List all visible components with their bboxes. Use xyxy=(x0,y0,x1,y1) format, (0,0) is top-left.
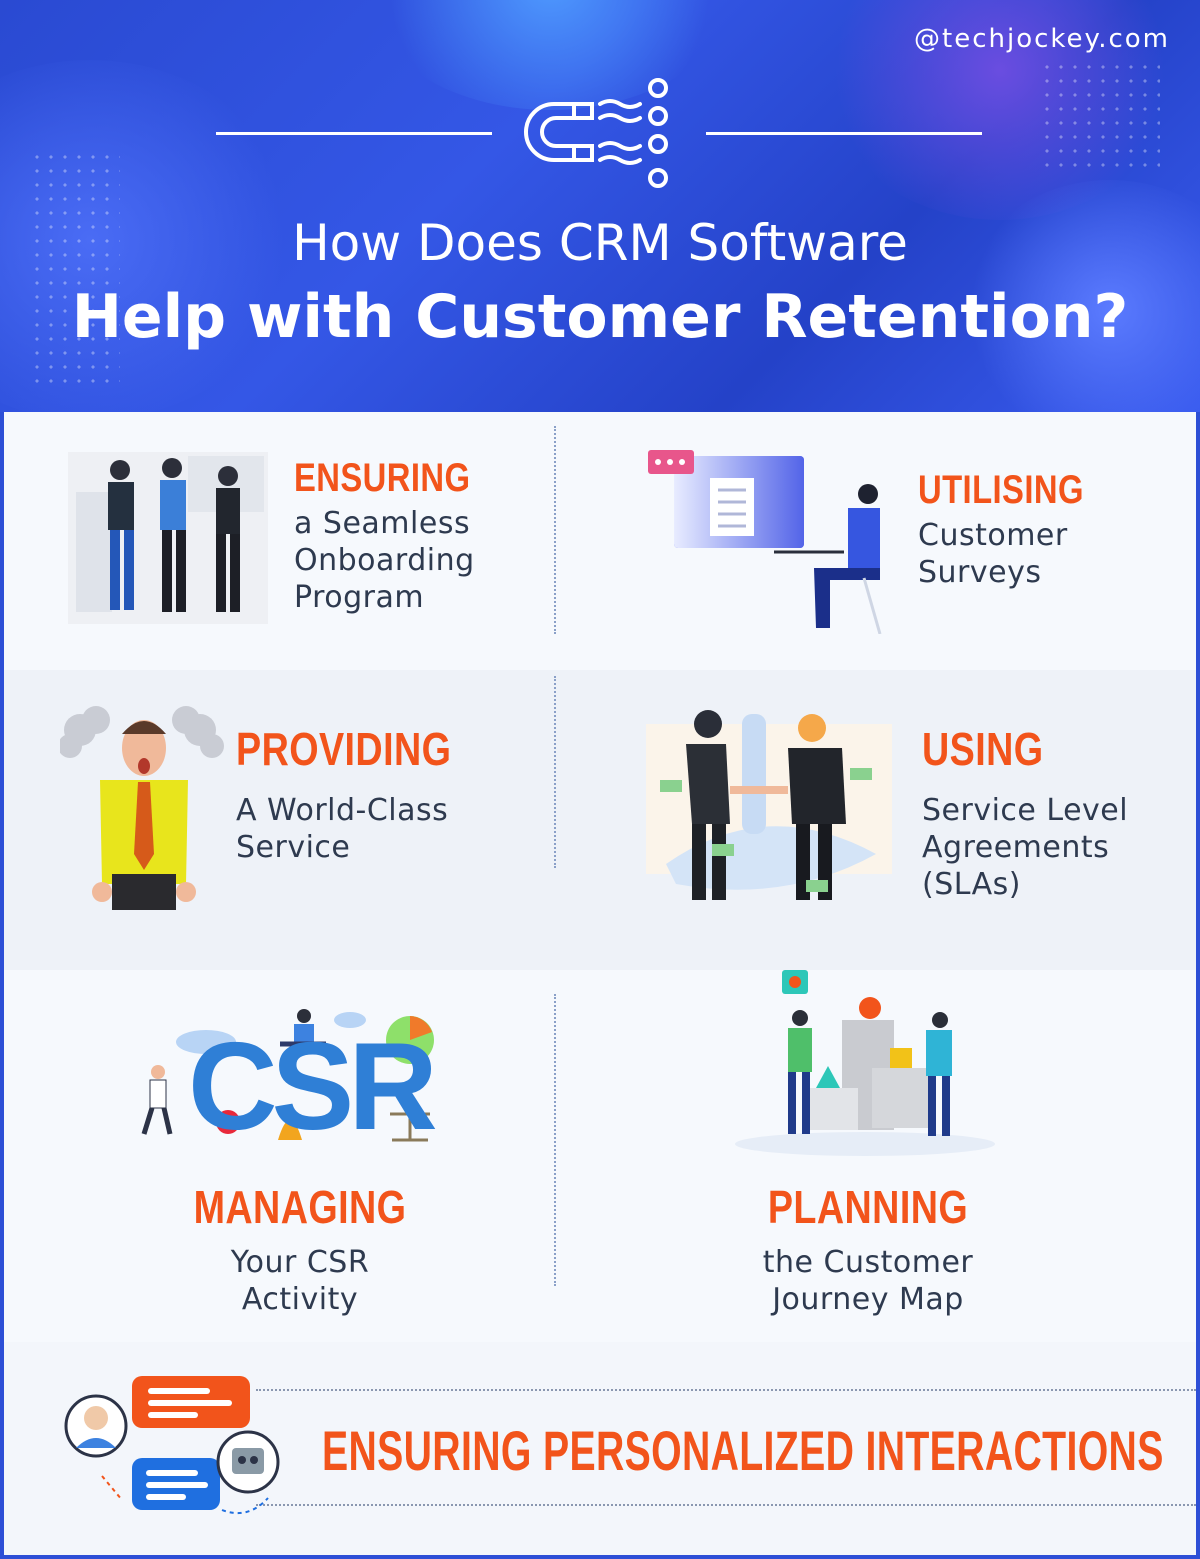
item-heading: USING xyxy=(922,723,1044,775)
item-2: UTILISING Customer Surveys xyxy=(918,468,1120,591)
item-1: ENSURING a Seamless Onboarding Program xyxy=(294,456,509,616)
footer-heading-wrap: ENSURING PERSONALIZED INTERACTIONS xyxy=(322,1418,1200,1483)
item-text: Your CSR Activity xyxy=(108,1244,492,1318)
item-text-line: Activity xyxy=(241,1282,359,1317)
item-6: PLANNING the Customer Journey Map xyxy=(668,1180,1068,1318)
survey-illustration xyxy=(648,450,882,634)
chat-interaction-illustration xyxy=(64,1376,280,1514)
item-text: a Seamless Onboarding Program xyxy=(294,505,509,616)
decor-dots xyxy=(30,150,120,390)
footer-divider-bottom xyxy=(256,1504,1196,1506)
item-text-line: a Seamless xyxy=(294,506,471,541)
item-text-line: Program xyxy=(294,580,425,615)
angry-customer-illustration xyxy=(60,706,224,910)
item-heading: MANAGING xyxy=(193,1181,407,1233)
item-text-line: A World-Class xyxy=(236,793,449,828)
journey-map-illustration xyxy=(735,970,995,1156)
item-text-line: Agreements xyxy=(922,830,1110,865)
item-text-line: Journey Map xyxy=(772,1282,964,1317)
item-text-line: the Customer xyxy=(762,1245,974,1280)
title-line-1: How Does CRM Software xyxy=(292,214,908,272)
footer-divider-top xyxy=(256,1389,1196,1391)
content-panel: ENSURING a Seamless Onboarding Program U… xyxy=(4,412,1196,1555)
header-banner: @techjockey.com How Does CRM Software He… xyxy=(0,0,1200,412)
watermark: @techjockey.com xyxy=(914,24,1170,54)
csr-illustration-text: CSR xyxy=(188,1018,438,1156)
item-text-line: Your CSR xyxy=(230,1245,370,1280)
column-divider xyxy=(554,676,556,868)
team-onboarding-illustration xyxy=(68,452,268,624)
item-3: PROVIDING A World-Class Service xyxy=(236,722,499,866)
item-text: A World-Class Service xyxy=(236,792,499,866)
title-divider-left xyxy=(216,132,492,135)
title-divider-right xyxy=(706,132,982,135)
item-heading: UTILISING xyxy=(918,468,1084,512)
item-text-line: Surveys xyxy=(918,555,1042,590)
item-4: USING Service Level Agreements (SLAs) xyxy=(922,722,1128,903)
item-heading: ENSURING xyxy=(294,456,471,500)
sla-handshake-illustration xyxy=(646,710,892,900)
item-text: Customer Surveys xyxy=(918,517,1120,591)
item-text-line: Onboarding xyxy=(294,543,475,578)
item-text-line: Service xyxy=(236,830,351,865)
csr-illustration-decor xyxy=(141,1009,434,1142)
item-text-line: (SLAs) xyxy=(922,867,1022,902)
item-text: Service Level Agreements (SLAs) xyxy=(922,792,1128,903)
csr-illustration: CSR xyxy=(130,1004,440,1154)
item-heading: PLANNING xyxy=(767,1181,969,1233)
item-text: the Customer Journey Map xyxy=(668,1244,1068,1318)
column-divider xyxy=(554,994,556,1286)
footer-heading: ENSURING PERSONALIZED INTERACTIONS xyxy=(322,1419,1164,1482)
item-text-line: Customer xyxy=(918,518,1068,553)
item-5: MANAGING Your CSR Activity xyxy=(108,1180,492,1318)
title-line-2: Help with Customer Retention? xyxy=(71,282,1129,352)
magnet-icon xyxy=(524,78,668,188)
decor-dots xyxy=(1040,60,1160,170)
item-heading: PROVIDING xyxy=(236,723,452,775)
item-text-line: Service Level xyxy=(922,793,1129,828)
column-divider xyxy=(554,426,556,634)
